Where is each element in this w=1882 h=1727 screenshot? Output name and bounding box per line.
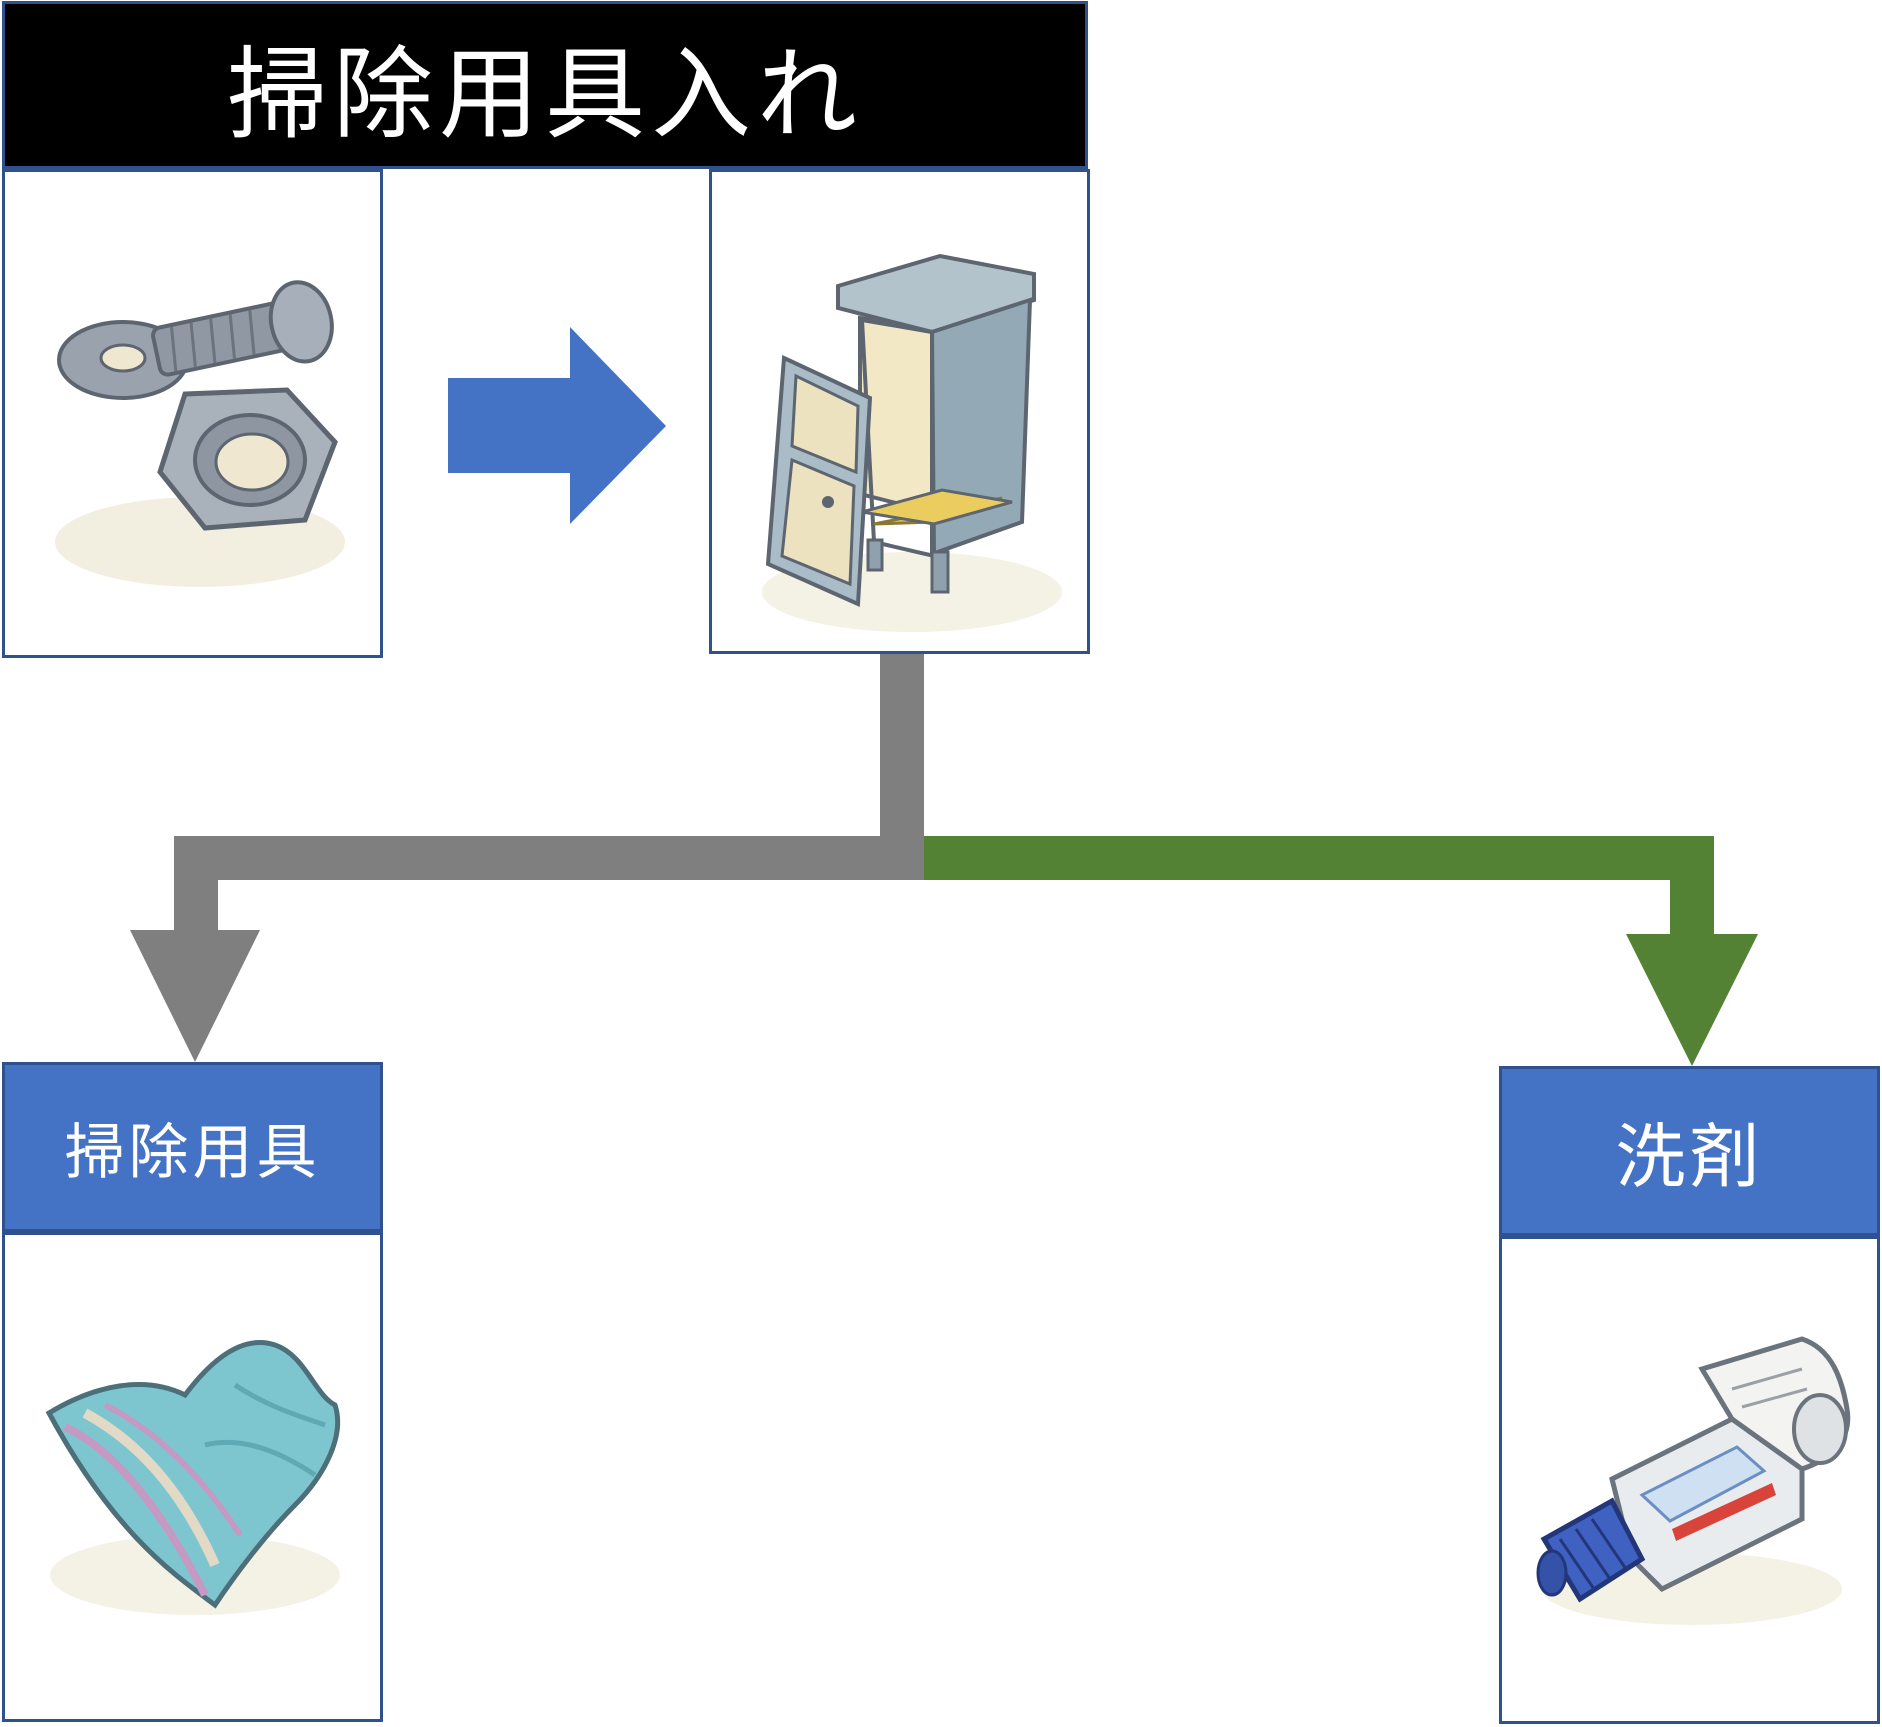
arrow-to-detergent — [1626, 934, 1758, 1066]
input-card-nuts-bolts[interactable] — [2, 169, 383, 658]
output-label-text: 掃除用具 — [64, 1117, 321, 1188]
branch-connector-gray — [174, 654, 924, 930]
output-label-detergent: 洗剤 — [1499, 1066, 1880, 1236]
nuts-bolts-icon — [55, 280, 345, 587]
branch-connector-green — [924, 836, 1714, 934]
page-title: 掃除用具入れ — [2, 1, 1088, 169]
cloth-icon — [45, 1339, 341, 1615]
output-label-cleaning-tools: 掃除用具 — [2, 1062, 383, 1232]
output-label-text: 洗剤 — [1615, 1115, 1764, 1198]
output-card-cleaning-tools[interactable] — [2, 1232, 383, 1722]
output-card-detergent[interactable] — [1499, 1236, 1880, 1724]
arrow-to-cleaning-tools — [130, 930, 260, 1062]
detergent-tube-icon — [1536, 1336, 1851, 1625]
craft-arrow — [448, 327, 666, 524]
result-card-locker[interactable] — [709, 169, 1090, 654]
locker-icon — [762, 253, 1062, 632]
